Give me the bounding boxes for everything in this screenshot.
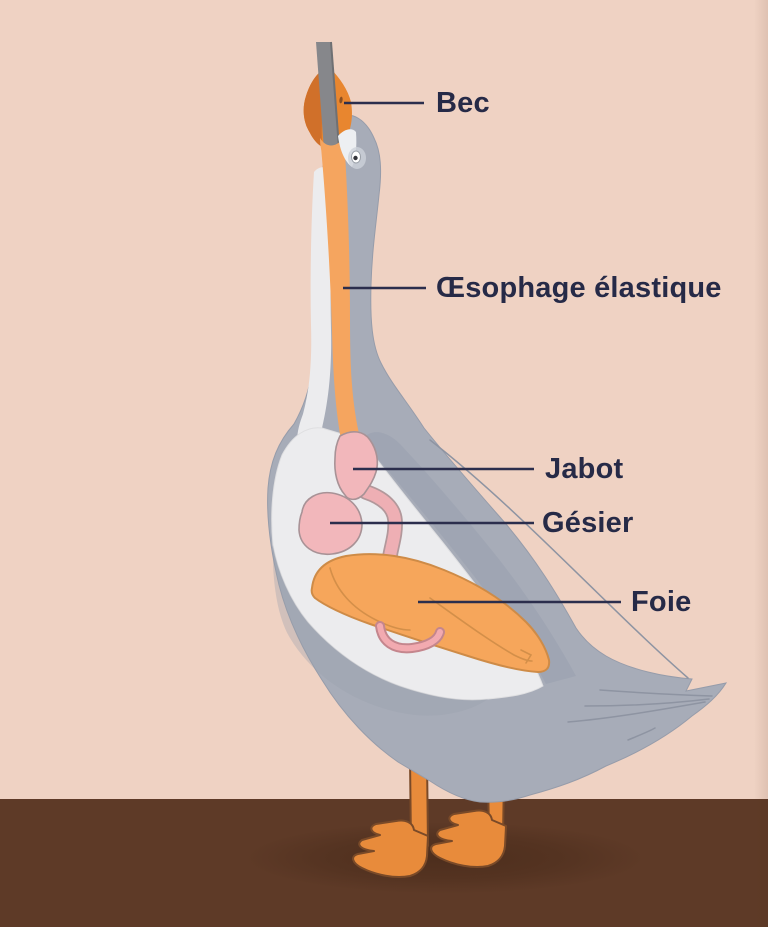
left-foot xyxy=(352,819,429,878)
feeding-tube-edge xyxy=(330,41,340,149)
label-bec: Bec xyxy=(436,87,490,119)
belly-shading xyxy=(272,545,488,716)
leader-lines xyxy=(330,101,621,604)
esophagus xyxy=(320,131,360,441)
nostril xyxy=(339,96,343,104)
esophagus-collar xyxy=(320,138,343,159)
liver xyxy=(310,553,551,674)
chest-white-band xyxy=(297,167,332,455)
label-jabot: Jabot xyxy=(545,453,624,485)
label-gesier: Gésier xyxy=(542,507,634,539)
label-foie: Foie xyxy=(631,586,692,618)
intestine xyxy=(377,623,443,652)
label-oesophage: Œsophage élastique xyxy=(436,272,722,304)
feeding-tube xyxy=(316,42,339,150)
pupil xyxy=(353,155,358,161)
jabot-organ xyxy=(334,431,379,501)
liver-detail xyxy=(329,567,533,664)
right-foot xyxy=(430,809,507,868)
